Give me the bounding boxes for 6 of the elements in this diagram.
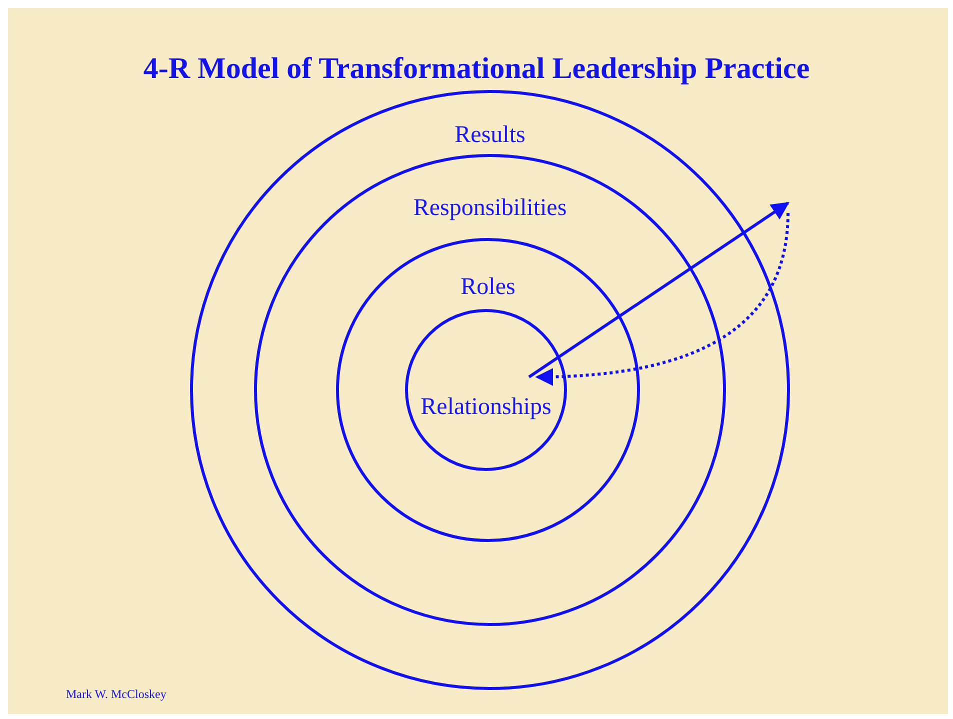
ring-label: Roles — [460, 273, 516, 302]
ring-label: Results — [454, 121, 526, 150]
ring-label: Relationships — [420, 393, 552, 422]
ring-label: Responsibilities — [413, 194, 567, 223]
author-note: Mark W. McCloskey — [66, 686, 166, 703]
title: 4-R Model of Transformational Leadership Practice — [143, 51, 810, 87]
